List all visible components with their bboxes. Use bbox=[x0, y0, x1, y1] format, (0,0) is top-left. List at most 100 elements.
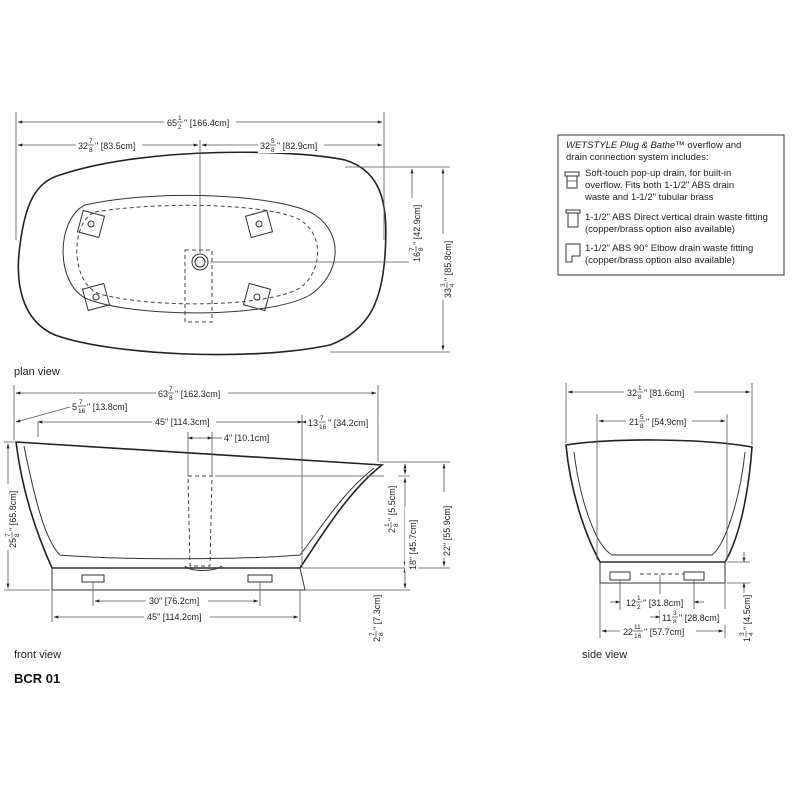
svg-text:13: 13 bbox=[308, 418, 318, 428]
plan-overall-width-label: 33 3 4 " [85.8cm] bbox=[440, 234, 456, 300]
svg-text:" [85.8cm]: " [85.8cm] bbox=[443, 241, 453, 281]
svg-text:8: 8 bbox=[638, 394, 642, 401]
plan-view: 65 1 2 " [166.4cm] 32 7 8 " [83.5cm] 32 … bbox=[14, 112, 456, 378]
svg-text:8: 8 bbox=[89, 147, 93, 154]
svg-text:1: 1 bbox=[384, 523, 391, 527]
plan-half-right-label: 32 5 8 " [82.9cm] bbox=[258, 137, 324, 154]
svg-text:" [83.5cm]: " [83.5cm] bbox=[95, 141, 135, 151]
front-inner-line bbox=[23, 445, 375, 560]
svg-text:45" [114.2cm]: 45" [114.2cm] bbox=[147, 612, 202, 622]
svg-text:" [54.9cm]: " [54.9cm] bbox=[646, 417, 686, 427]
side-base-width-label: 22 11 16 " [57.7cm] bbox=[620, 623, 696, 640]
svg-text:" [31.8cm]: " [31.8cm] bbox=[643, 598, 683, 608]
svg-text:" [42.9cm]: " [42.9cm] bbox=[412, 205, 422, 245]
front-overflow-drop-label: 2 1 8 " [5.5cm] bbox=[384, 475, 400, 535]
svg-text:22" [55.9cm]: 22" [55.9cm] bbox=[442, 506, 452, 556]
plan-drain-offset-label: 16 7 8 " [42.9cm] bbox=[409, 198, 425, 264]
svg-text:30" [76.2cm]: 30" [76.2cm] bbox=[149, 596, 199, 606]
svg-text:7: 7 bbox=[89, 138, 93, 145]
svg-text:" [5.5cm]: " [5.5cm] bbox=[387, 486, 397, 521]
svg-text:4: 4 bbox=[748, 632, 755, 636]
vertical-fitting-icon bbox=[565, 209, 581, 228]
svg-text:18" [45.7cm]: 18" [45.7cm] bbox=[408, 520, 418, 570]
svg-text:1: 1 bbox=[178, 115, 182, 122]
side-view: 32 1 8 " [81.6cm] 21 5 8 " [54.9cm] 12 bbox=[565, 383, 755, 661]
svg-text:5: 5 bbox=[640, 414, 644, 421]
legend-item1-line3: waste and 1-1/2" tubular brass bbox=[584, 192, 714, 203]
svg-text:4: 4 bbox=[449, 283, 456, 287]
svg-text:" [7.3cm]: " [7.3cm] bbox=[372, 595, 382, 630]
side-inner-width-label: 21 5 8 " [54.9cm] bbox=[626, 413, 692, 430]
side-inner-line bbox=[573, 451, 746, 556]
front-left-overhang-label: 5 7 16 " [13.8cm] bbox=[72, 399, 127, 415]
svg-text:7: 7 bbox=[369, 632, 376, 636]
front-drain-width-label: 4" [10.1cm] bbox=[224, 433, 269, 443]
svg-text:8: 8 bbox=[271, 147, 275, 154]
svg-text:7: 7 bbox=[169, 386, 173, 393]
svg-text:3: 3 bbox=[673, 610, 677, 617]
popup-drain-icon bbox=[564, 171, 580, 189]
svg-text:8: 8 bbox=[169, 395, 173, 402]
svg-text:22: 22 bbox=[623, 627, 633, 637]
svg-text:3: 3 bbox=[739, 632, 746, 636]
svg-text:8: 8 bbox=[418, 247, 425, 251]
side-tub-outline bbox=[565, 439, 753, 563]
svg-text:" [57.7cm]: " [57.7cm] bbox=[644, 627, 684, 637]
svg-text:45" [114.3cm]: 45" [114.3cm] bbox=[155, 417, 210, 427]
front-base-length-label: 45" [114.2cm] bbox=[144, 610, 210, 624]
svg-text:7: 7 bbox=[409, 247, 416, 251]
svg-text:7: 7 bbox=[320, 415, 324, 422]
svg-text:1: 1 bbox=[637, 595, 641, 602]
front-right-overhang-label: 13 7 16 " [34.2cm] bbox=[306, 414, 376, 431]
legend-item3-line2: (copper/brass option also available) bbox=[585, 255, 735, 266]
svg-text:" [34.2cm]: " [34.2cm] bbox=[328, 418, 368, 428]
legend-box: WETSTYLE Plug & Bathe™ overflow and drai… bbox=[557, 134, 785, 276]
front-base bbox=[51, 567, 306, 591]
svg-text:8: 8 bbox=[393, 523, 400, 527]
svg-text:32: 32 bbox=[78, 141, 88, 151]
plan-outer-rim bbox=[17, 151, 387, 356]
svg-text:2: 2 bbox=[372, 637, 382, 642]
plan-foot bbox=[81, 282, 111, 312]
svg-text:32: 32 bbox=[260, 141, 270, 151]
svg-text:" [13.8cm]: " [13.8cm] bbox=[87, 402, 127, 412]
side-feet-spacing-label: 12 1 2 " [31.8cm] bbox=[622, 594, 692, 611]
svg-text:16: 16 bbox=[634, 633, 642, 640]
svg-text:11: 11 bbox=[662, 613, 671, 623]
front-right-height-label: 22" [55.9cm] bbox=[439, 492, 452, 558]
legend-item2-line2: (copper/brass option also available) bbox=[585, 224, 735, 235]
svg-text:65: 65 bbox=[167, 118, 177, 128]
svg-text:5: 5 bbox=[72, 402, 77, 412]
front-tub-outline bbox=[15, 441, 385, 569]
side-view-label: side view bbox=[582, 649, 627, 661]
legend-item1-line1: Soft-touch pop-up drain, for built-in bbox=[585, 168, 731, 179]
svg-text:32: 32 bbox=[627, 388, 637, 398]
svg-text:8: 8 bbox=[640, 423, 644, 430]
elbow-fitting-icon bbox=[565, 243, 581, 263]
svg-text:7: 7 bbox=[5, 533, 12, 537]
plan-drain-icon bbox=[191, 253, 209, 271]
side-foot-offset-label: 11 3 8 " [28.8cm] bbox=[660, 609, 728, 626]
svg-text:" [28.8cm]: " [28.8cm] bbox=[679, 613, 719, 623]
front-inner-depth-label: 18" [45.7cm] bbox=[405, 506, 418, 572]
svg-text:" [162.3cm]: " [162.3cm] bbox=[175, 389, 220, 399]
side-base-height-label: 1 3 4 " [4.5cm] bbox=[739, 595, 755, 642]
svg-text:" [4.5cm]: " [4.5cm] bbox=[742, 595, 752, 630]
legend-header-line2: drain connection system includes: bbox=[566, 152, 709, 163]
plan-foot bbox=[242, 282, 272, 312]
svg-text:16: 16 bbox=[78, 408, 86, 415]
front-view: 63 7 8 " [162.3cm] 5 7 16 " [13.8cm] 45"… bbox=[4, 385, 452, 661]
plan-overall-length-label: 65 1 2 " [166.4cm] bbox=[164, 114, 236, 131]
plan-base-footprint bbox=[76, 204, 319, 305]
plan-inner-basin bbox=[62, 194, 336, 314]
plan-view-label: plan view bbox=[14, 366, 60, 378]
svg-text:16: 16 bbox=[412, 252, 422, 262]
front-base-height-label: 2 7 8 " [7.3cm] bbox=[369, 595, 385, 642]
front-rim-length-label: 63 7 8 " [162.3cm] bbox=[156, 385, 228, 402]
legend-item2-line1: 1-1/2" ABS Direct vertical drain waste f… bbox=[585, 212, 768, 223]
svg-text:3: 3 bbox=[440, 283, 447, 287]
svg-text:1: 1 bbox=[742, 637, 752, 642]
svg-text:11: 11 bbox=[634, 624, 641, 631]
svg-text:8: 8 bbox=[673, 619, 677, 626]
